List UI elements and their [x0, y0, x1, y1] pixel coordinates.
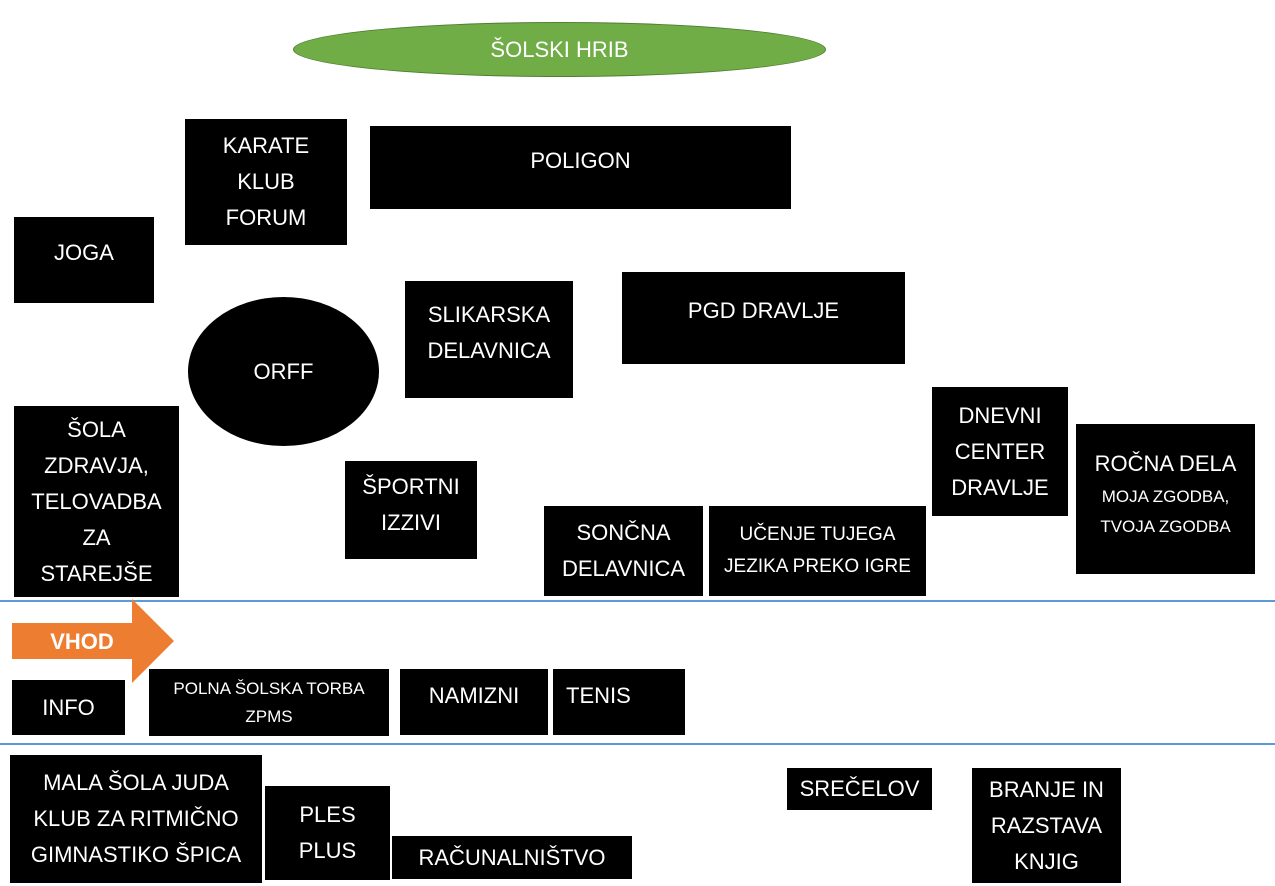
- school-hill-ellipse: ŠOLSKI HRIB: [293, 22, 826, 77]
- station-branje-knjig: BRANJE IN RAZSTAVA KNJIG: [972, 768, 1121, 883]
- station-karate-line-3: FORUM: [225, 205, 307, 230]
- station-karate-line-2: KLUB: [237, 169, 295, 194]
- station-juda-spica: MALA ŠOLA JUDA KLUB ZA RITMIČNO GIMNASTI…: [10, 755, 262, 883]
- station-dnevni-line-1: DNEVNI: [958, 402, 1042, 428]
- station-karate: KARATE KLUB FORUM: [185, 119, 347, 245]
- station-sola-zdravja-line-3: TELOVADBA: [31, 488, 162, 514]
- station-soncna: SONČNA DELAVNICA: [544, 506, 703, 596]
- station-slikarska-line-2: DELAVNICA: [427, 338, 551, 363]
- station-sola-zdravja-line-5: STAREJŠE: [40, 560, 153, 586]
- station-branje-line-1: BRANJE IN: [989, 776, 1104, 802]
- station-torba-line-2: ZPMS: [245, 706, 293, 726]
- station-ucenje-line-2: JEZIKA PREKO IGRE: [724, 556, 911, 577]
- station-branje-line-3: KNJIG: [1014, 848, 1079, 874]
- station-soncna-line-1: SONČNA: [576, 520, 671, 545]
- station-ucenje-jezika: UČENJE TUJEGA JEZIKA PREKO IGRE: [709, 506, 926, 596]
- station-racunalnistvo: RAČUNALNIŠTVO: [392, 836, 632, 879]
- station-joga: JOGA: [14, 217, 154, 303]
- station-soncna-line-2: DELAVNICA: [561, 556, 686, 581]
- station-rocna-title: ROČNA DELA: [1094, 451, 1237, 476]
- station-poligon-label: POLIGON: [530, 148, 631, 173]
- station-sola-zdravja-line-4: ZA: [82, 524, 111, 550]
- station-pgd-label: PGD DRAVLJE: [687, 298, 840, 323]
- station-srecelov-label: SREČELOV: [799, 776, 920, 801]
- station-torba-line-1: POLNA ŠOLSKA TORBA: [173, 678, 365, 698]
- station-tenis-label: TENIS: [566, 683, 631, 708]
- station-info-label: INFO: [42, 694, 95, 720]
- station-slikarska-line-1: SLIKARSKA: [427, 302, 551, 327]
- station-karate-line-1: KARATE: [222, 133, 310, 158]
- station-sola-zdravja-line-2: ZDRAVJA,: [44, 452, 149, 478]
- station-info: INFO: [12, 680, 125, 735]
- school-hill-label: ŠOLSKI HRIB: [490, 36, 629, 62]
- station-ples-line-1: PLES: [299, 802, 356, 827]
- station-tenis: TENIS: [553, 669, 685, 735]
- station-juda-line-1: MALA ŠOLA JUDA: [43, 770, 229, 795]
- station-juda-line-2: KLUB ZA RITMIČNO: [33, 806, 239, 831]
- station-slikarska: SLIKARSKA DELAVNICA: [405, 281, 573, 398]
- station-rocna-sub-2: TVOJA ZGODBA: [1100, 517, 1231, 536]
- station-srecelov: SREČELOV: [787, 768, 932, 810]
- divider-line-top: [0, 600, 1275, 602]
- entrance-arrow-icon: [12, 599, 174, 683]
- station-namizni-label: NAMIZNI: [428, 683, 520, 708]
- station-poligon: POLIGON: [370, 126, 791, 209]
- station-dnevni-line-3: DRAVLJE: [951, 474, 1049, 500]
- entrance-label: VHOD: [50, 629, 114, 654]
- station-dnevni-line-2: CENTER: [954, 438, 1046, 464]
- station-rocna-dela: ROČNA DELA MOJA ZGODBA, TVOJA ZGODBA: [1076, 424, 1255, 574]
- station-racunalnistvo-label: RAČUNALNIŠTVO: [418, 844, 606, 870]
- station-juda-line-3: GIMNASTIKO ŠPICA: [30, 842, 242, 867]
- station-solska-torba: POLNA ŠOLSKA TORBA ZPMS: [149, 669, 389, 736]
- station-ucenje-line-1: UČENJE TUJEGA: [739, 524, 896, 545]
- station-orff: ORFF: [188, 297, 379, 446]
- station-namizni: NAMIZNI: [400, 669, 548, 735]
- station-sportni: ŠPORTNI IZZIVI: [345, 461, 477, 559]
- station-sportni-line-1: ŠPORTNI: [362, 474, 460, 499]
- station-rocna-sub-1: MOJA ZGODBA,: [1101, 487, 1230, 506]
- station-ples-line-2: PLUS: [298, 838, 357, 863]
- station-pgd: PGD DRAVLJE: [622, 272, 905, 364]
- station-dnevni-center: DNEVNI CENTER DRAVLJE: [932, 387, 1068, 516]
- divider-line-bottom: [0, 743, 1275, 745]
- station-branje-line-2: RAZSTAVA: [990, 812, 1103, 838]
- station-sportni-line-2: IZZIVI: [381, 510, 441, 535]
- station-orff-label: ORFF: [253, 358, 314, 384]
- station-sola-zdravja: ŠOLA ZDRAVJA, TELOVADBA ZA STAREJŠE: [14, 406, 179, 597]
- station-sola-zdravja-line-1: ŠOLA: [67, 416, 126, 442]
- station-joga-label: JOGA: [54, 240, 114, 265]
- station-ples-plus: PLES PLUS: [265, 786, 390, 880]
